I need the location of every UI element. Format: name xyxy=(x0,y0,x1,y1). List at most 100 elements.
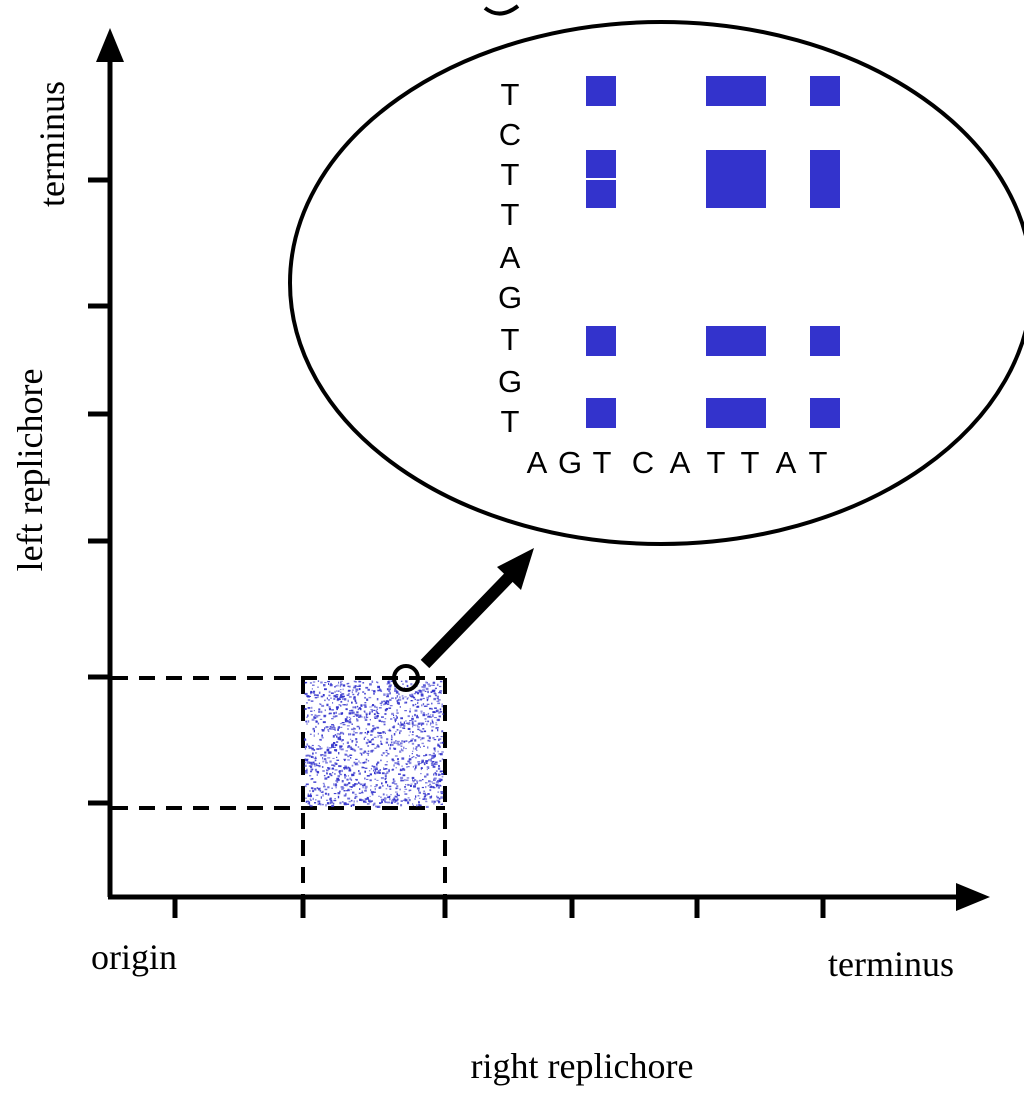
noise-dot xyxy=(360,753,363,756)
noise-dot xyxy=(372,704,375,706)
noise-dot xyxy=(367,750,370,752)
noise-dot xyxy=(409,789,412,791)
row-letter: T xyxy=(501,404,520,439)
noise-dot xyxy=(418,722,422,724)
noise-dot xyxy=(344,773,346,776)
noise-dot xyxy=(393,798,396,801)
noise-dot xyxy=(322,790,324,794)
noise-dot xyxy=(366,778,369,780)
noise-dot xyxy=(438,738,442,740)
noise-dot xyxy=(418,789,420,792)
noise-dot xyxy=(374,705,376,708)
noise-dot xyxy=(396,700,399,703)
noise-dot xyxy=(377,770,380,772)
noise-dot xyxy=(317,696,319,698)
noise-dot xyxy=(376,708,378,710)
noise-dot xyxy=(410,683,413,686)
match-cell xyxy=(706,76,766,106)
noise-dot xyxy=(411,717,414,720)
noise-dot xyxy=(339,790,341,793)
noise-dot xyxy=(334,762,337,765)
noise-dot xyxy=(341,745,343,747)
noise-dot xyxy=(400,769,403,772)
noise-dot xyxy=(342,712,344,714)
noise-dot xyxy=(437,744,441,747)
noise-dot xyxy=(438,780,441,782)
noise-dot xyxy=(377,745,380,748)
noise-dot xyxy=(307,714,309,717)
noise-dot xyxy=(422,792,426,795)
noise-dot xyxy=(330,692,334,694)
noise-dot xyxy=(403,768,406,771)
noise-dot xyxy=(337,795,340,799)
noise-dot xyxy=(373,713,376,716)
noise-dot xyxy=(328,706,331,708)
noise-dot xyxy=(391,769,394,771)
noise-dot xyxy=(365,758,368,761)
noise-dot xyxy=(307,793,309,795)
noise-dot xyxy=(439,715,441,718)
noise-dot xyxy=(356,762,358,765)
noise-dot xyxy=(329,684,333,687)
noise-dot xyxy=(412,756,415,758)
noise-dot xyxy=(380,740,382,743)
noise-dot xyxy=(304,745,306,748)
noise-dot xyxy=(310,795,312,797)
noise-dot xyxy=(422,686,426,689)
noise-dot xyxy=(421,722,425,725)
noise-dot xyxy=(409,708,411,710)
noise-dot xyxy=(327,729,329,731)
noise-dot xyxy=(371,680,374,683)
noise-dot xyxy=(358,782,361,784)
noise-dot xyxy=(305,745,307,748)
noise-dot xyxy=(371,705,374,707)
noise-dot xyxy=(333,746,336,748)
noise-dot xyxy=(340,773,343,776)
noise-dot xyxy=(409,755,411,758)
noise-dot xyxy=(371,791,375,794)
noise-dot xyxy=(332,757,335,759)
noise-dot xyxy=(436,799,439,802)
noise-dot xyxy=(424,730,426,732)
noise-dot xyxy=(355,764,359,766)
noise-dot xyxy=(407,715,410,718)
noise-dot xyxy=(372,725,375,727)
noise-dot xyxy=(379,735,382,737)
noise-dot xyxy=(338,770,341,773)
noise-dot xyxy=(430,684,433,686)
noise-dot xyxy=(423,790,426,792)
noise-dot xyxy=(347,775,349,777)
noise-dot xyxy=(434,747,436,750)
noise-dot xyxy=(378,745,380,748)
noise-dot xyxy=(415,757,417,759)
noise-dot xyxy=(338,778,340,782)
noise-dot xyxy=(411,695,414,698)
noise-dot xyxy=(415,724,417,727)
noise-dot xyxy=(347,685,350,687)
noise-dot xyxy=(364,732,367,734)
noise-dot xyxy=(413,786,416,788)
noise-dot xyxy=(415,735,418,737)
noise-dot xyxy=(375,710,378,714)
noise-dot xyxy=(372,738,374,741)
noise-dot xyxy=(314,787,316,790)
noise-dot xyxy=(348,733,350,736)
noise-dot xyxy=(336,735,338,737)
noise-dot xyxy=(412,726,414,728)
noise-dot xyxy=(374,772,377,775)
noise-dot xyxy=(432,765,436,768)
noise-dot xyxy=(312,692,316,694)
x-axis-origin-label: origin xyxy=(91,937,177,977)
noise-dot xyxy=(339,684,342,688)
noise-dot xyxy=(433,711,437,713)
noise-dot xyxy=(420,698,422,701)
noise-dot xyxy=(306,754,310,757)
noise-dot xyxy=(422,712,425,714)
noise-dot xyxy=(343,790,346,792)
noise-dot xyxy=(362,762,365,764)
noise-dot xyxy=(316,748,319,750)
noise-dot xyxy=(427,746,429,749)
noise-dot xyxy=(330,774,333,777)
match-cell xyxy=(810,398,840,428)
noise-dot xyxy=(330,726,333,728)
